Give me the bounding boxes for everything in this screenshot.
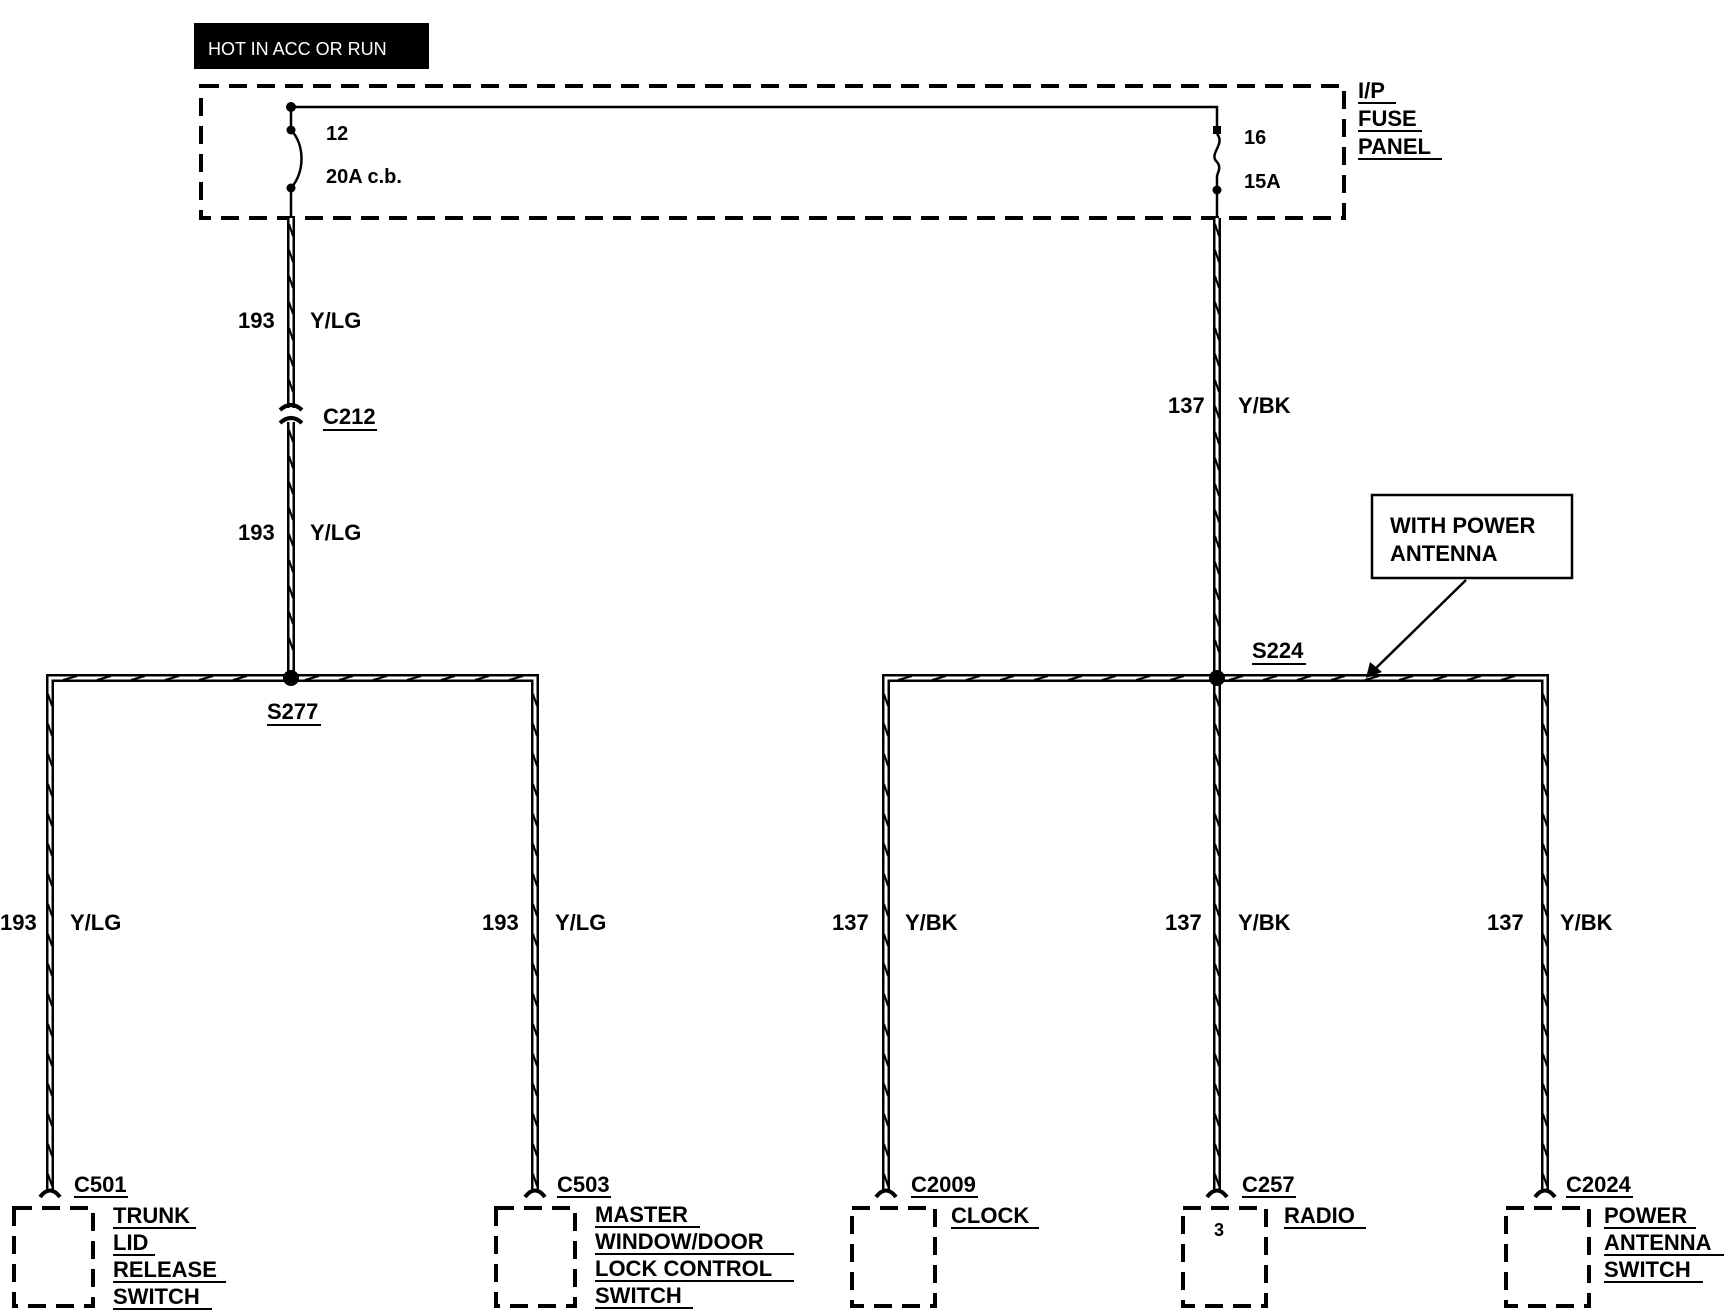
radio-pin-number: 3 — [1214, 1220, 1224, 1240]
hot-in-acc-or-run-badge: HOT IN ACC OR RUN — [194, 23, 429, 69]
circuit-breaker-12 — [286, 125, 303, 218]
fuse-panel-box — [199, 84, 1346, 220]
wire-hatch-marks — [47, 223, 1548, 1187]
c2009-label: C2009 — [911, 1172, 976, 1197]
bus-junction-dot — [286, 102, 296, 112]
master-branch-wire-number: 193 — [482, 910, 519, 935]
s277-branch-harness — [46, 674, 539, 1192]
clock-branch-wire-color: Y/BK — [905, 910, 958, 935]
wire-193-lower-color: Y/LG — [310, 520, 361, 545]
s277-splice-dot — [283, 670, 299, 686]
fuse-panel-label-line-1: I/P — [1358, 78, 1385, 103]
component-master-window-door-lock-control-switch: C503 MASTER WINDOW/DOOR LOCK CONTROL SWI… — [494, 1172, 794, 1309]
header-label: HOT IN ACC OR RUN — [208, 39, 387, 59]
c212-label: C212 — [323, 404, 376, 429]
clock-branch-wire-number: 137 — [832, 910, 869, 935]
antenna-label-line-3: SWITCH — [1604, 1257, 1691, 1282]
antenna-label-line-2: ANTENNA — [1604, 1230, 1712, 1255]
wire-193-lower-number: 193 — [238, 520, 275, 545]
fuse-12-rating: 20A c.b. — [326, 166, 402, 188]
wire-137-upper-number: 137 — [1168, 393, 1205, 418]
fuse-16 — [1212, 126, 1222, 218]
antenna-label-line-1: POWER — [1604, 1203, 1687, 1228]
antenna-branch-wire-number: 137 — [1487, 910, 1524, 935]
fuse-16-rating: 15A — [1244, 171, 1281, 193]
clock-label: CLOCK — [951, 1203, 1029, 1228]
component-power-antenna-switch: C2024 POWER ANTENNA SWITCH — [1504, 1172, 1724, 1308]
antenna-branch-wire-color: Y/BK — [1560, 910, 1613, 935]
fuse-12-number: 12 — [326, 123, 348, 145]
wire-137-upper-color: Y/BK — [1238, 393, 1291, 418]
master-label-line-3: LOCK CONTROL — [595, 1256, 772, 1281]
radio-branch-wire-number: 137 — [1165, 910, 1202, 935]
note-line-1: WITH POWER — [1390, 513, 1536, 538]
fuse-panel-bus — [291, 105, 1219, 130]
c257-label: C257 — [1242, 1172, 1295, 1197]
s277-label: S277 — [267, 699, 318, 724]
fuse-panel-label: I/P FUSE PANEL — [1358, 78, 1442, 160]
trunk-label-line-4: SWITCH — [113, 1284, 200, 1309]
fuse-16-number: 16 — [1244, 127, 1266, 149]
wire-193-upper-color: Y/LG — [310, 308, 361, 333]
c501-label: C501 — [74, 1172, 127, 1197]
trunk-label-line-1: TRUNK — [113, 1203, 190, 1228]
fuse-panel-label-line-3: PANEL — [1358, 134, 1431, 159]
c503-label: C503 — [557, 1172, 610, 1197]
radio-label: RADIO — [1284, 1203, 1355, 1228]
master-label-line-4: SWITCH — [595, 1283, 682, 1308]
radio-branch-wire-color: Y/BK — [1238, 910, 1291, 935]
trunk-branch-wire-number: 193 — [0, 910, 37, 935]
trunk-branch-wire-color: Y/LG — [70, 910, 121, 935]
master-branch-wire-color: Y/LG — [555, 910, 606, 935]
component-clock: C2009 CLOCK — [850, 1172, 1039, 1308]
c2024-label: C2024 — [1566, 1172, 1632, 1197]
s224-label: S224 — [1252, 638, 1304, 663]
s224-splice-dot — [1209, 670, 1225, 686]
c212-connector-symbol — [278, 403, 304, 425]
component-radio: 3 C257 RADIO — [1181, 1172, 1366, 1308]
with-power-antenna-note: WITH POWER ANTENNA — [1366, 493, 1574, 678]
component-trunk-lid-release-switch: C501 TRUNK LID RELEASE SWITCH — [12, 1172, 226, 1310]
master-label-line-1: MASTER — [595, 1202, 688, 1227]
trunk-label-line-3: RELEASE — [113, 1257, 217, 1282]
master-label-line-2: WINDOW/DOOR — [595, 1229, 764, 1254]
note-arrow-head — [1366, 662, 1382, 678]
fuse-panel-label-line-2: FUSE — [1358, 106, 1417, 131]
wire-193-upper-number: 193 — [238, 308, 275, 333]
note-line-2: ANTENNA — [1390, 541, 1498, 566]
trunk-label-line-2: LID — [113, 1230, 148, 1255]
